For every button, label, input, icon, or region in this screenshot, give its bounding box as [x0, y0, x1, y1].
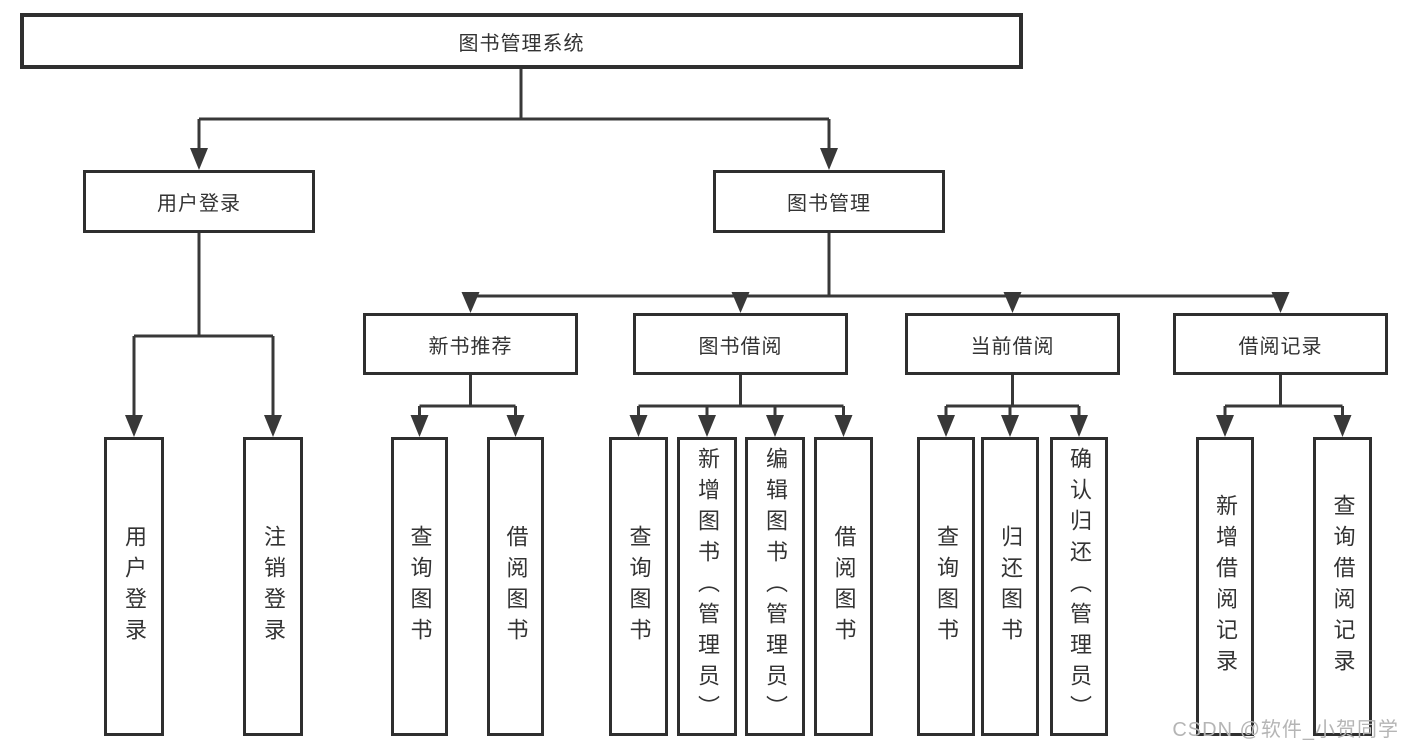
leaf-logout: 注销登录: [243, 437, 303, 736]
node-book-management: 图书管理: [713, 170, 945, 233]
node-borrow-records: 借阅记录: [1173, 313, 1388, 375]
user-login-subtree-connector: [132, 233, 275, 420]
leaf-borrow-books: 借阅图书: [814, 437, 873, 736]
current-borrow-split-connector: [944, 375, 1081, 420]
leaf-add-books-admin: 新增图书（管理员）: [677, 437, 737, 736]
leaf-query-books-current: 查询图书: [917, 437, 975, 736]
leaf-edit-books-admin: 编辑图书（管理员）: [745, 437, 805, 736]
node-book-borrow: 图书借阅: [633, 313, 848, 375]
node-new-book-recommend: 新书推荐: [363, 313, 578, 375]
book-borrow-split-connector: [637, 375, 845, 420]
leaf-user-login: 用户登录: [104, 437, 164, 736]
node-current-borrow: 当前借阅: [905, 313, 1120, 375]
new-book-split-connector: [418, 375, 517, 420]
node-root-library-system: 图书管理系统: [20, 13, 1023, 69]
leaf-query-books-borrow: 查询图书: [609, 437, 668, 736]
borrow-record-split-connector: [1223, 375, 1344, 420]
leaf-add-borrow-record: 新增借阅记录: [1196, 437, 1254, 736]
node-user-login: 用户登录: [83, 170, 315, 233]
csdn-watermark: CSDN @软件_小贺同学: [1172, 719, 1399, 741]
leaf-return-books: 归还图书: [981, 437, 1039, 736]
trunk-connector: [197, 69, 831, 150]
book-management-subtree-connector: [470, 233, 1281, 298]
leaf-query-books-recommend: 查询图书: [391, 437, 448, 736]
leaf-query-borrow-record: 查询借阅记录: [1313, 437, 1372, 736]
leaf-confirm-return-admin: 确认归还（管理员）: [1050, 437, 1108, 736]
leaf-borrow-books-recommend: 借阅图书: [487, 437, 544, 736]
